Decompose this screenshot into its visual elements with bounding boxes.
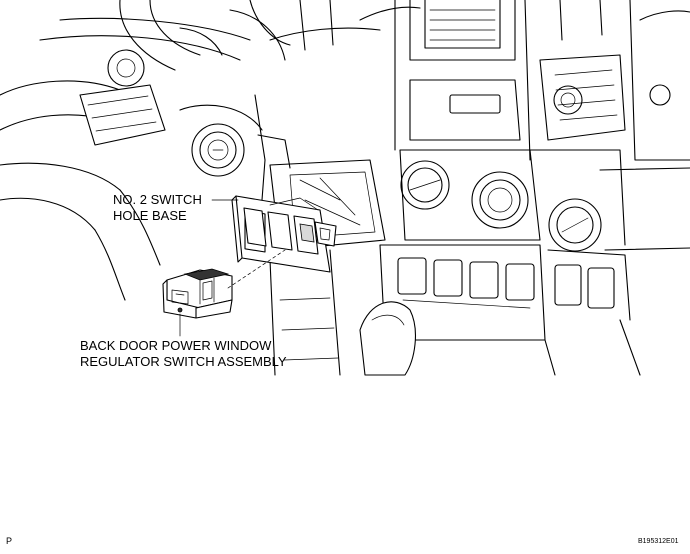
figure-code: B195312E01 bbox=[638, 538, 679, 545]
footer-left-code: P bbox=[6, 536, 13, 546]
switch-assembly-label-line1: BACK DOOR POWER WINDOW bbox=[80, 338, 272, 353]
switch-hole-base-icon bbox=[231, 195, 337, 273]
switch-assembly-label: BACK DOOR POWER WINDOW REGULATOR SWITCH … bbox=[80, 338, 287, 370]
switch-hole-base-label: NO. 2 SWITCH HOLE BASE bbox=[113, 192, 202, 224]
window-switch-assembly-icon bbox=[162, 268, 233, 319]
switch-hole-base-label-line1: NO. 2 SWITCH bbox=[113, 192, 202, 207]
dashboard-line-art-icon bbox=[257, 0, 690, 376]
switch-assembly-label-line2: REGULATOR SWITCH ASSEMBLY bbox=[80, 354, 287, 369]
steering-wheel-icon bbox=[0, 0, 291, 301]
ignition-icon bbox=[179, 94, 266, 201]
installation-direction-line bbox=[227, 249, 286, 289]
switch-hole-base-label-line2: HOLE BASE bbox=[113, 208, 187, 223]
